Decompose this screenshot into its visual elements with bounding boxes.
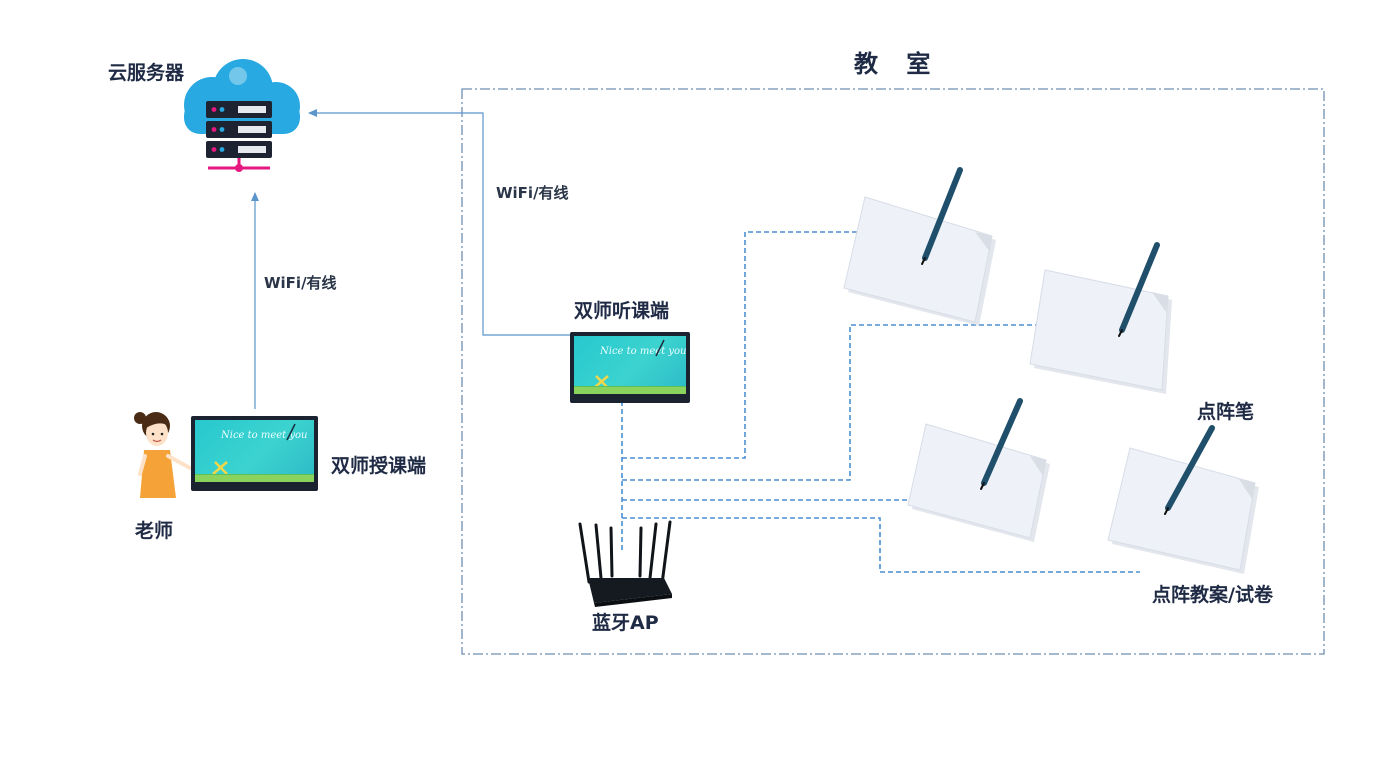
wifi-link-classroom-to-server: [308, 109, 570, 336]
teach-terminal-display: Nice to meet you: [195, 420, 314, 482]
dot-pen-3: [980, 398, 1023, 490]
dot-paper-sheet-2: [1029, 269, 1172, 394]
dot-paper-sheet-1: [843, 196, 996, 326]
teacher-label: 老师: [135, 520, 174, 542]
listen-terminal-label: 双师听课端: [574, 300, 670, 322]
listen-screen-greeting: Nice to meet you: [600, 346, 686, 357]
dot-paper-sheet-3: [907, 423, 1050, 542]
cloud-server-label: 云服务器: [108, 62, 185, 84]
teach-screen-greeting: Nice to meet you: [221, 430, 308, 441]
teach-terminal-screen: Nice to meet you: [191, 416, 318, 491]
dot-pen-4: [1164, 425, 1215, 515]
dot-pen-icons: [921, 167, 1215, 515]
dot-paper-label: 点阵教案/试卷: [1152, 584, 1273, 606]
classroom-boundary: [461, 88, 1325, 655]
wifi-label-right: WiFi/有线: [496, 184, 569, 202]
bluetooth-ap-icon: [578, 520, 672, 607]
listen-terminal-display: Nice to meet you: [574, 336, 686, 394]
dot-pen-label: 点阵笔: [1197, 401, 1255, 423]
teach-terminal-label: 双师授课端: [331, 455, 427, 477]
dot-paper-sheet-4: [1107, 447, 1259, 574]
teacher-figure: [134, 412, 192, 498]
pen-stroke-icon: [212, 423, 296, 475]
bluetooth-ap-label: 蓝牙AP: [592, 612, 659, 634]
listen-terminal-screen: Nice to meet you: [570, 332, 690, 403]
wifi-label-left: WiFi/有线: [264, 274, 337, 292]
teach-screen-taskbar: [195, 474, 314, 482]
listen-screen-taskbar: [574, 386, 686, 394]
dot-pen-1: [921, 167, 963, 265]
bluetooth-links: [621, 231, 1140, 573]
cloud-server-icon: [184, 59, 300, 172]
dot-pen-2: [1118, 242, 1160, 337]
classroom-title: 教 室: [854, 50, 941, 78]
